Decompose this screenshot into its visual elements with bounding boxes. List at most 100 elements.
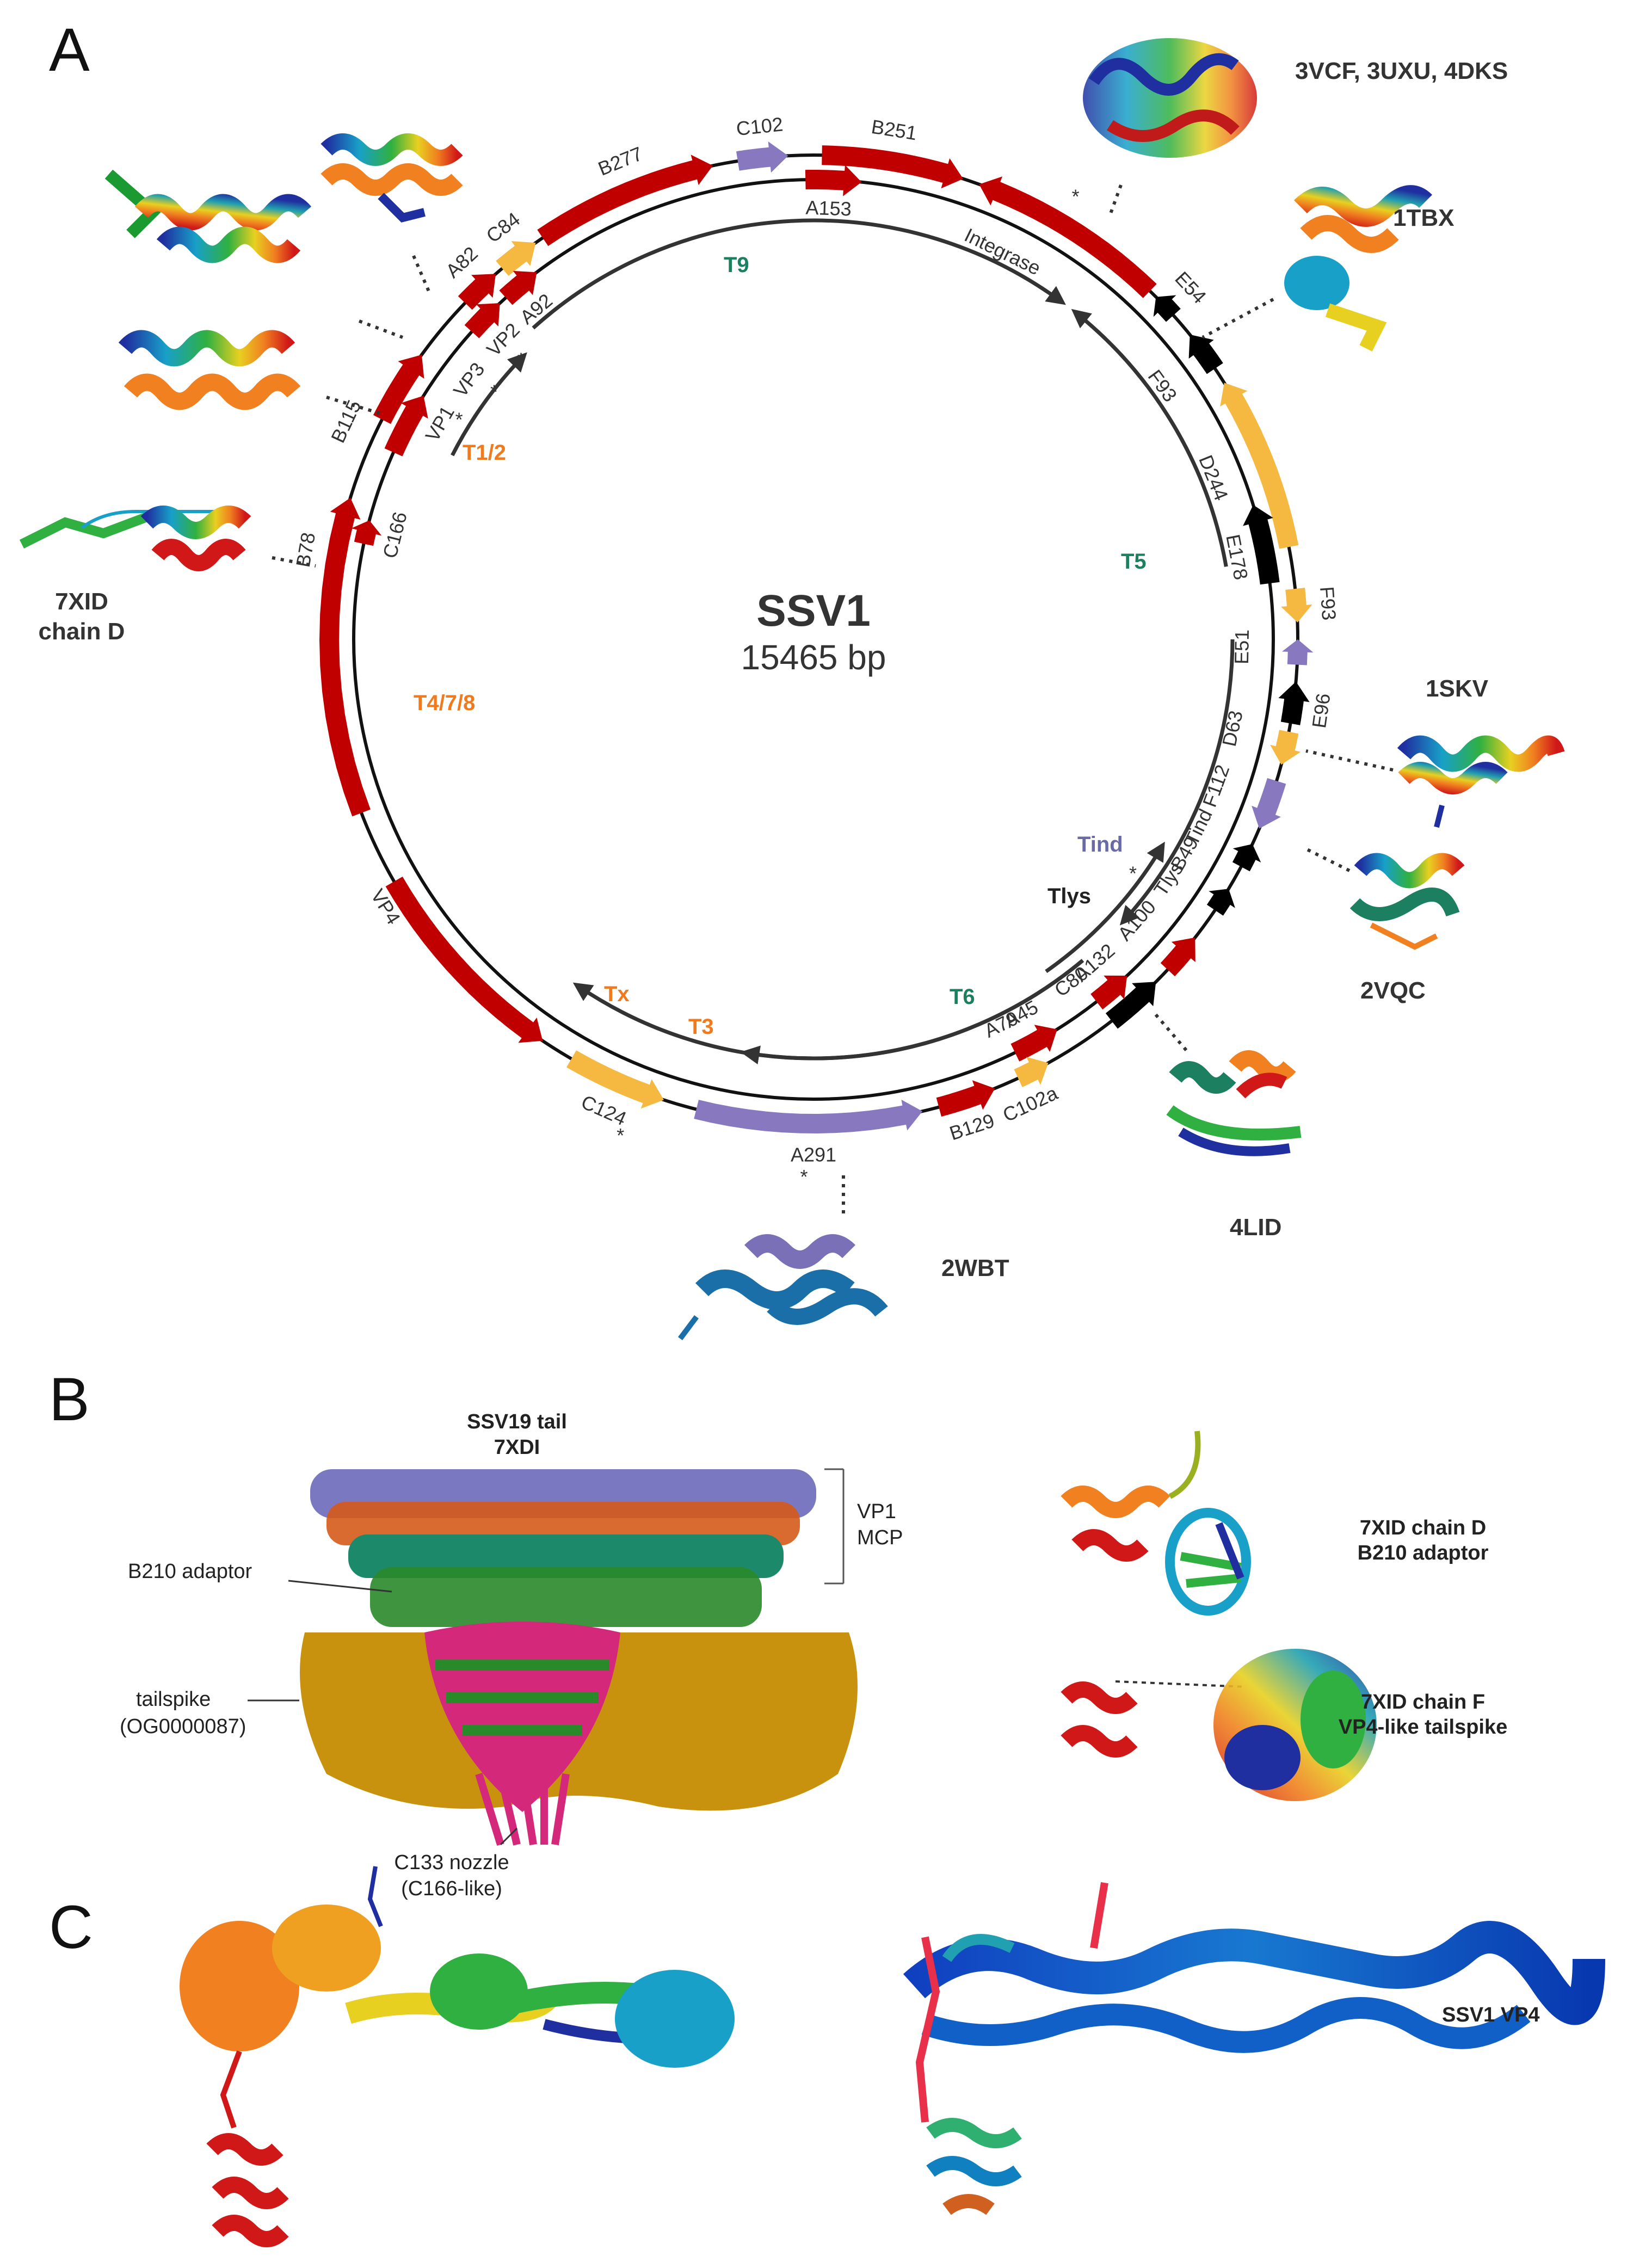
gene-arrow-c80 (1105, 982, 1156, 1029)
transcript-label-t6: T6 (950, 985, 975, 1009)
gene-arrow-d63 (1270, 730, 1301, 765)
transcript-label-t5: T5 (1121, 550, 1147, 574)
gene-arrow-e178 (1243, 504, 1280, 585)
gene-arrow-b251 (822, 145, 963, 189)
gene-arrow-f93b (1281, 588, 1312, 623)
gene-arrow-a291 (694, 1099, 923, 1133)
asterisk-marker: * (1072, 186, 1080, 208)
structure-7xid-chain-f-detail (1061, 1649, 1377, 1801)
gene-arrow-e96 (1278, 681, 1310, 725)
transcript-label-tlys: Tlys (1047, 884, 1091, 908)
gene-arrow-b277 (537, 155, 713, 246)
structure-2wbt (678, 1234, 888, 1340)
gene-label-e54: E54 (1170, 267, 1211, 308)
gene-label-f93b: F93 (1316, 586, 1340, 621)
transcript-arcs (451, 218, 1235, 1065)
label-nozzle: C133 nozzle (394, 1851, 509, 1874)
gene-arrow-b129 (936, 1080, 995, 1117)
gene-arrows (319, 141, 1314, 1133)
transcript-label-tx: Tx (604, 982, 630, 1006)
structure-7xid-d (19, 506, 251, 571)
structure-vp4-tube (903, 1882, 1605, 2215)
pdb-label-7xid: 7XID (55, 588, 108, 615)
gene-arrow-f112 (1252, 778, 1286, 829)
pdb-label-1skv: 1SKV (1426, 675, 1489, 702)
gene-label-b251: B251 (870, 115, 919, 145)
gene-label-e178: E178 (1222, 533, 1252, 582)
gene-label-c102a: C102a (999, 1081, 1061, 1126)
pdb-label-4lid: 4LID (1230, 1214, 1281, 1241)
gene-arrow-tlys (1206, 889, 1235, 916)
pdb-label-2wbt: 2WBT (941, 1255, 1009, 1281)
transcript-arc-t9 (532, 218, 1066, 330)
pdb-label-1tbx: 1TBX (1393, 205, 1454, 231)
transcript-arc-tlys (1045, 841, 1165, 973)
gene-arrow-a100 (1160, 937, 1195, 977)
transcript-label-t12: T1/2 (463, 441, 506, 465)
gene-arrow-integrase (979, 176, 1157, 298)
gene-arrow-e54 (1153, 295, 1181, 322)
gene-arrow-e51 (1281, 639, 1314, 665)
gene-arrow-c102 (736, 141, 788, 173)
gene-arrow-vp1 (373, 354, 424, 424)
panel-b-title-1: SSV19 tail (467, 1410, 567, 1433)
label-tailspike: tailspike (136, 1688, 211, 1711)
genome-name: SSV1 (756, 586, 871, 636)
gene-label-b129: B129 (947, 1109, 997, 1144)
asterisk-marker: * (617, 1124, 624, 1147)
genome-size: 15465 bp (741, 638, 886, 677)
gene-arrow-a92 (499, 270, 537, 305)
label-chain-f-2: VP4-like tailspike (1339, 1716, 1508, 1739)
structure-7xid-chain-d-detail (1061, 1431, 1251, 1616)
label-tailspike-og: (OG0000087) (120, 1715, 246, 1738)
transcript-label-tind: Tind (1077, 833, 1123, 856)
gene-label-a291: A291 (791, 1144, 836, 1166)
gene-arrow-b115 (384, 396, 428, 457)
ssv19-tail-structure (300, 1469, 858, 1846)
asterisk-marker: * (1129, 862, 1137, 884)
transcript-arc-t3 (572, 959, 1084, 1061)
structure-vp3 (104, 169, 312, 263)
structure-2vqc (1349, 804, 1465, 950)
transcript-label-t3: T3 (688, 1015, 714, 1039)
gene-arrow-a82 (458, 274, 496, 310)
gene-label-a153: A153 (805, 196, 852, 220)
gene-label-vp1: VP1 (421, 402, 459, 445)
transcript-label-t9: T9 (724, 253, 749, 277)
structure-4lid (1166, 1050, 1302, 1156)
gene-arrow-d244 (1220, 383, 1299, 549)
gene-arrow-a132 (1090, 975, 1127, 1010)
gene-label-f112: F112 (1198, 762, 1234, 810)
structure-1tbx (1284, 185, 1433, 352)
gene-arrow-c124 (566, 1050, 664, 1109)
structure-vp2 (321, 133, 463, 223)
label-chain-d-2: B210 adaptor (1358, 1542, 1489, 1564)
gene-label-c102: C102 (735, 113, 784, 140)
label-mcp: MCP (857, 1526, 903, 1549)
panel-label-c: C (49, 1893, 93, 1961)
gene-arrow-f93a (1188, 334, 1223, 374)
structure-vp4-cartoon (180, 1866, 735, 2247)
gene-arrow-vp4-tail (385, 877, 543, 1043)
gene-arrow-b78-vp4 (319, 497, 371, 817)
gene-label-c166: C166 (378, 509, 411, 560)
gene-arrow-a153 (805, 165, 862, 196)
structure-1skv (1397, 735, 1565, 794)
structure-vp1 (118, 330, 301, 410)
gene-label-vp3: VP3 (449, 358, 489, 401)
panel-label-b: B (49, 1365, 90, 1433)
gene-arrow-vp2 (464, 303, 500, 338)
label-chain-d-1: 7XID chain D (1360, 1517, 1486, 1539)
pdb-label-2vqc: 2VQC (1360, 977, 1426, 1004)
pdb-label-3vcf: 3VCF, 3UXU, 4DKS (1295, 58, 1508, 84)
asterisk-marker: * (800, 1166, 808, 1188)
label-nozzle-like: (C166-like) (401, 1877, 502, 1900)
transcript-arc-t12 (451, 352, 527, 457)
panel-label-a: A (49, 16, 90, 84)
label-chain-f-1: 7XID chain F (1361, 1691, 1485, 1714)
panel-b-title-2: 7XDI (494, 1436, 540, 1459)
gene-label-e96: E96 (1308, 692, 1335, 730)
label-vp1: VP1 (857, 1500, 896, 1523)
gene-arrow-c166 (351, 520, 382, 546)
